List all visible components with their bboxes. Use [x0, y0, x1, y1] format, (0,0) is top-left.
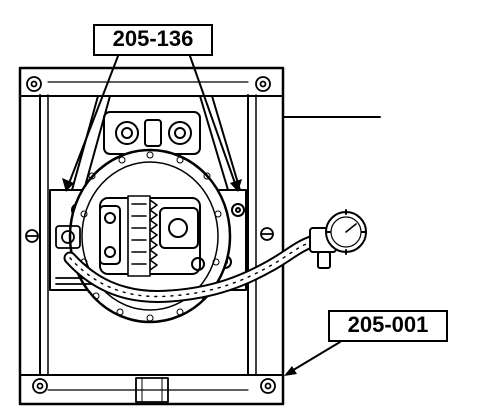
flexible-gauge-arm	[63, 233, 325, 304]
side-adjustment-knobs	[25, 227, 274, 243]
callout-leader-lines	[67, 55, 341, 373]
pinion-bearing-rollers	[103, 111, 201, 155]
callout-arrowheads	[62, 178, 297, 376]
tool-number-callout-bottom: 205-001	[328, 310, 448, 342]
dial-indicator	[309, 209, 367, 269]
frame-corner-bolts	[26, 76, 276, 394]
tool-number-callout-top: 205-136	[93, 24, 213, 56]
holding-fixture-frame	[18, 66, 285, 406]
ring-gear-teeth	[127, 195, 158, 277]
